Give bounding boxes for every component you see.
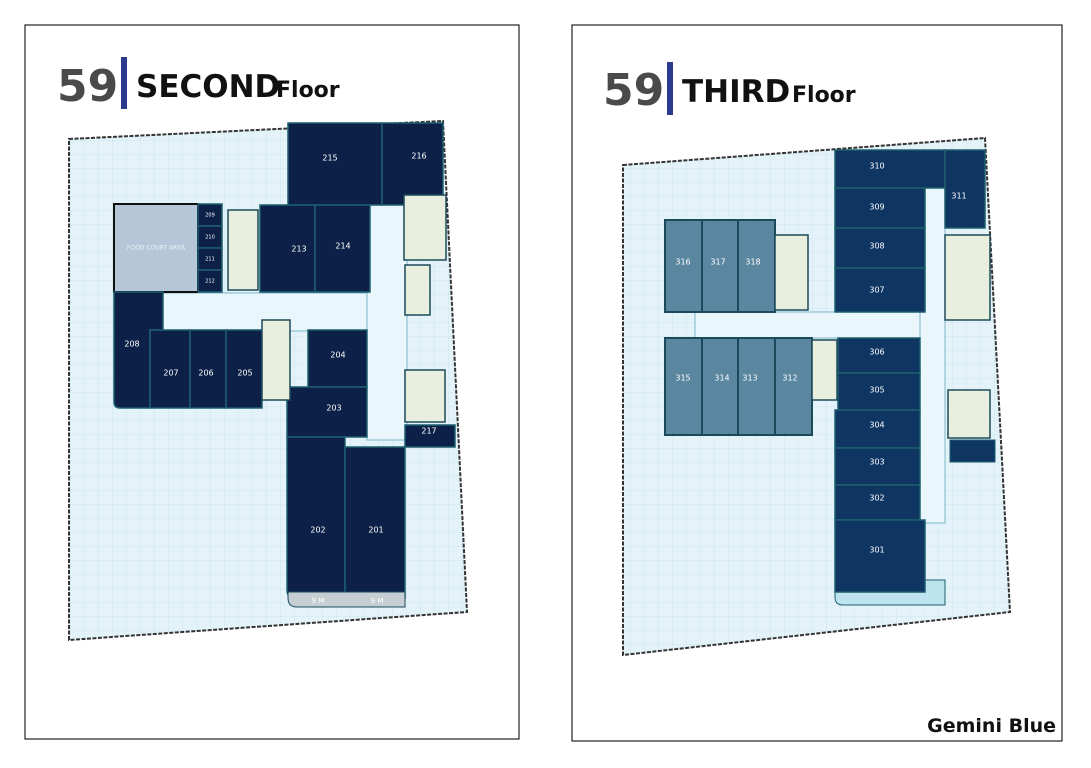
- unit-314[interactable]: [701, 337, 739, 436]
- elevator: [261, 319, 291, 401]
- unit-label: 202: [310, 526, 325, 535]
- title-divider-bar: [667, 62, 673, 115]
- unit-215[interactable]: [287, 122, 383, 206]
- unit-label: 208: [124, 340, 139, 349]
- floor-title: THIRD: [682, 74, 790, 110]
- service-core: [944, 234, 991, 321]
- elevator: [404, 264, 431, 316]
- unit-label: 318: [745, 258, 760, 267]
- unit-label: 301: [869, 546, 884, 555]
- corridor: [366, 199, 408, 441]
- unit-309[interactable]: [834, 187, 926, 229]
- unit-312[interactable]: [774, 337, 813, 436]
- unit-315[interactable]: [664, 337, 703, 436]
- unit-label: 216: [411, 152, 426, 161]
- unit-203[interactable]: [286, 386, 368, 438]
- stairwell: [227, 209, 259, 291]
- unit-204[interactable]: [307, 329, 368, 388]
- unit-label: 312: [782, 374, 797, 383]
- setback-strip: [287, 591, 406, 608]
- brand-label: Gemini Blue: [927, 715, 1056, 737]
- building-number: 59: [57, 61, 118, 112]
- unit-306[interactable]: [837, 337, 921, 374]
- elevator: [811, 339, 838, 401]
- unit-301[interactable]: [834, 519, 926, 593]
- setback-label: 9 M: [312, 597, 325, 605]
- unit-label: 309: [869, 203, 884, 212]
- unit-label: 310: [869, 162, 884, 171]
- unit-303[interactable]: [834, 447, 921, 486]
- unit-205[interactable]: [225, 329, 263, 409]
- unit-201[interactable]: [344, 446, 406, 599]
- unit-label: 214: [335, 242, 350, 251]
- unit-label: 205: [237, 369, 252, 378]
- unit-307[interactable]: [834, 267, 926, 313]
- unit-202[interactable]: [286, 436, 346, 599]
- unit-label: 317: [710, 258, 725, 267]
- unit-317[interactable]: [701, 219, 739, 313]
- floor-subtitle: Floor: [792, 83, 856, 108]
- title-divider-bar: [121, 57, 127, 109]
- unit-316[interactable]: [664, 219, 703, 313]
- third-floor-panel: 59 THIRD Floor 310 311 309 308: [571, 24, 1063, 742]
- stairwell: [774, 234, 809, 311]
- floor-subtitle: Floor: [276, 78, 340, 103]
- service-core: [403, 194, 447, 261]
- unit-label: 201: [368, 526, 383, 535]
- unit-label: 213: [291, 245, 306, 254]
- unit-label: 307: [869, 286, 884, 295]
- stairwell: [404, 369, 446, 423]
- unit-label: 316: [675, 258, 690, 267]
- unit-label: 215: [322, 154, 337, 163]
- unit-label: 311: [951, 192, 966, 201]
- unit-label: 210: [205, 235, 215, 241]
- unit-318[interactable]: [737, 219, 776, 313]
- unit-310[interactable]: [834, 149, 946, 189]
- utility-room: [949, 439, 996, 463]
- unit-313[interactable]: [737, 337, 776, 436]
- unit-label: 204: [330, 351, 345, 360]
- unit-label: 305: [869, 386, 884, 395]
- unit-213[interactable]: [259, 204, 316, 293]
- unit-label: 302: [869, 494, 884, 503]
- unit-label: 211: [205, 257, 215, 263]
- unit-label: 315: [675, 374, 690, 383]
- building-number: 59: [603, 65, 664, 116]
- unit-label: 303: [869, 458, 884, 467]
- unit-label: 212: [205, 279, 215, 285]
- floor-title: SECOND: [136, 69, 280, 105]
- unit-label: 304: [869, 421, 884, 430]
- unit-label: 209: [205, 213, 215, 219]
- unit-label: 206: [198, 369, 213, 378]
- unit-311[interactable]: [944, 149, 986, 229]
- unit-label: 313: [742, 374, 757, 383]
- unit-214[interactable]: [314, 204, 371, 293]
- unit-212[interactable]: [197, 269, 223, 293]
- stairwell: [947, 389, 991, 439]
- unit-label: 308: [869, 242, 884, 251]
- unit-label: 314: [714, 374, 729, 383]
- food-court-area[interactable]: [113, 203, 199, 293]
- unit-label: 203: [326, 404, 341, 413]
- unit-308[interactable]: [834, 227, 926, 269]
- second-floor-panel: 59 SECOND Floor 215 216 213 214: [24, 24, 520, 740]
- unit-label: 207: [163, 369, 178, 378]
- corridor: [694, 311, 941, 339]
- unit-302[interactable]: [834, 484, 921, 521]
- food-court-label: FOOD COURT AREA: [127, 245, 186, 252]
- unit-label: 306: [869, 348, 884, 357]
- unit-216[interactable]: [381, 122, 444, 206]
- unit-label: 217: [421, 427, 436, 436]
- unit-217[interactable]: [404, 424, 456, 448]
- setback-label: 9 M: [371, 597, 384, 605]
